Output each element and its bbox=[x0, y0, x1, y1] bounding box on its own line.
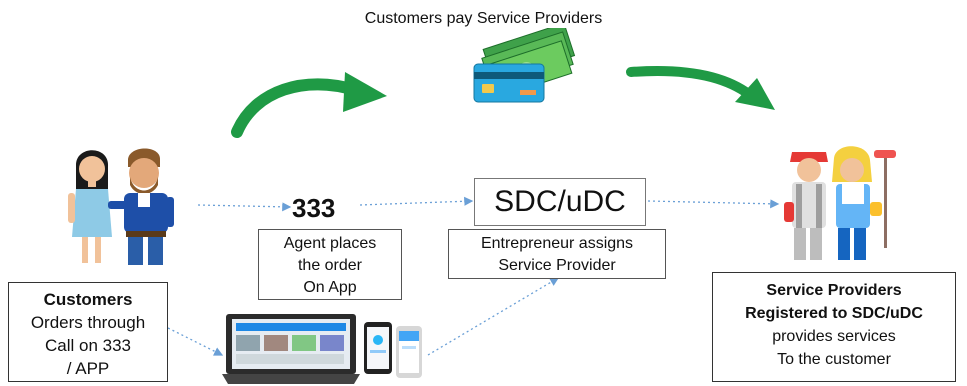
agent-line: On App bbox=[303, 279, 357, 296]
sdc-title: SDC/uDC bbox=[494, 185, 626, 218]
laptop-phones-icon bbox=[222, 314, 422, 384]
agent-box: Agent places the order On App bbox=[258, 229, 402, 300]
green-arrow-right-icon bbox=[626, 65, 775, 110]
providers-title: Service Providers bbox=[766, 282, 902, 299]
customers-couple-icon bbox=[68, 148, 174, 265]
arrow-app-to-entrepreneur bbox=[427, 277, 560, 356]
customers-line: Call on 333 bbox=[44, 336, 131, 355]
arrow-sdc-to-providers bbox=[647, 199, 780, 209]
top-caption: Customers pay Service Providers bbox=[364, 10, 603, 27]
money-card-icon bbox=[473, 28, 576, 103]
sdc-title-box: SDC/uDC bbox=[474, 178, 646, 226]
arrow-customers-to-app bbox=[167, 327, 224, 356]
green-arrow-left-icon bbox=[231, 72, 387, 138]
providers-title: Registered to SDC/uDC bbox=[745, 305, 923, 322]
agent-number: 333 bbox=[292, 193, 336, 223]
customers-line: / APP bbox=[66, 359, 110, 378]
agent-line: Agent places bbox=[283, 235, 377, 252]
arrow-customers-to-333 bbox=[197, 202, 292, 212]
providers-box: Service Providers Registered to SDC/uDC … bbox=[712, 272, 956, 382]
entrepreneur-box: Entrepreneur assigns Service Provider bbox=[448, 229, 666, 279]
customers-box: Customers Orders through Call on 333 / A… bbox=[8, 282, 168, 382]
agent-line: the order bbox=[297, 257, 363, 274]
providers-line: provides services bbox=[772, 328, 896, 345]
arrow-333-to-sdc bbox=[359, 196, 474, 206]
customers-title: Customers bbox=[43, 290, 133, 309]
customers-line: Orders through bbox=[30, 313, 146, 332]
entrepreneur-line: Entrepreneur assigns bbox=[480, 235, 634, 252]
providers-line: To the customer bbox=[777, 351, 891, 368]
entrepreneur-line: Service Provider bbox=[498, 257, 616, 274]
service-providers-icon bbox=[784, 146, 896, 260]
